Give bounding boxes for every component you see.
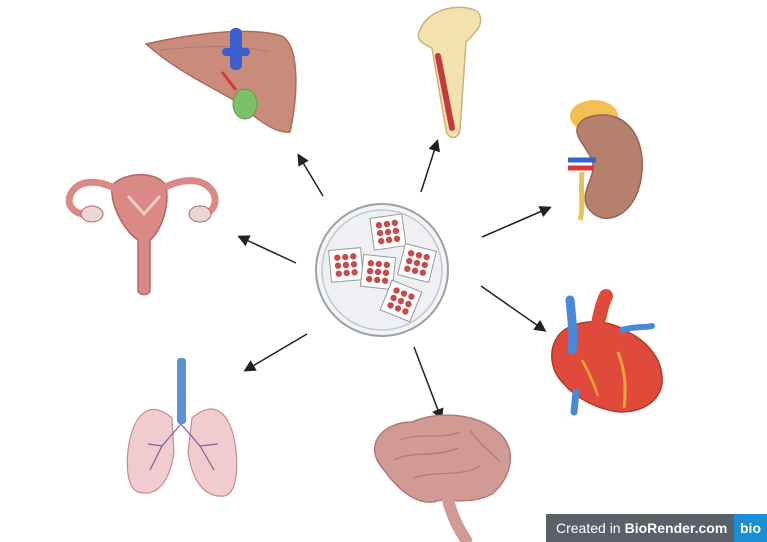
heart-icon	[552, 296, 662, 412]
organoid-patch	[370, 214, 406, 250]
arrow-to-brain	[414, 347, 441, 418]
petri-dish	[316, 204, 448, 336]
arrow-to-liver	[299, 156, 323, 196]
arrow-to-bone	[421, 142, 437, 192]
watermark-badge: bio	[734, 514, 767, 542]
watermark-brand: BioRender.com	[625, 520, 728, 536]
arrow-to-uterus	[240, 237, 296, 263]
arrow-to-lungs	[246, 334, 307, 370]
arrow-to-heart	[481, 286, 544, 330]
arrow-to-kidney	[482, 208, 549, 237]
liver-icon	[146, 28, 296, 132]
organoid-patch	[398, 244, 437, 283]
biorender-watermark: Created in BioRender.com bio	[546, 514, 767, 542]
bone-icon	[418, 7, 480, 137]
brain-icon	[375, 415, 511, 540]
lungs-icon	[127, 358, 236, 496]
organoid-patch	[329, 248, 364, 283]
watermark-prefix: Created in	[556, 520, 621, 536]
uterus-icon	[69, 175, 215, 295]
kidney-icon	[568, 100, 642, 220]
